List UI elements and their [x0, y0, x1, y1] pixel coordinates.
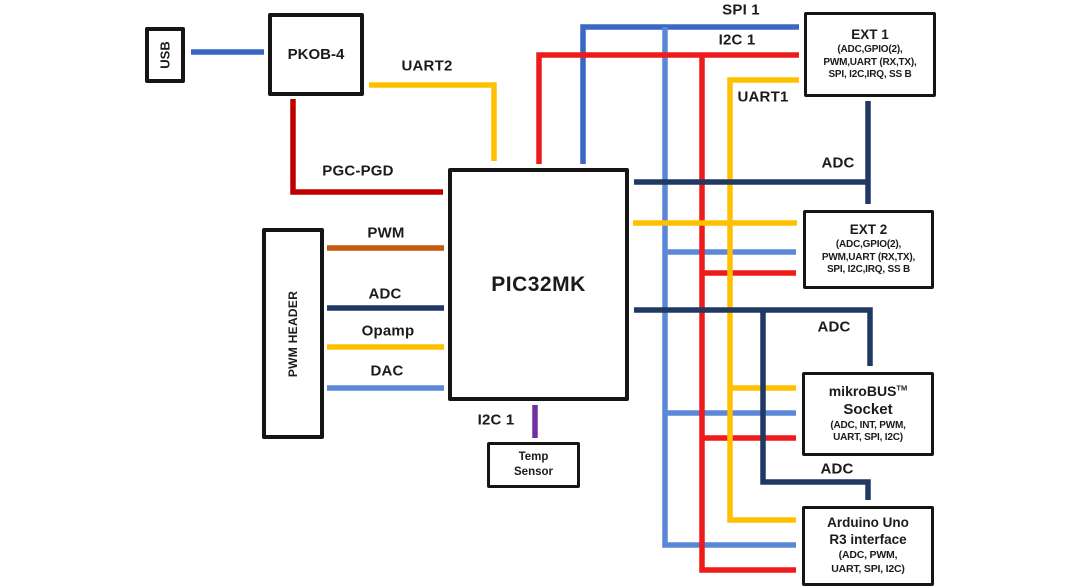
ext2-detail: SPI, I2C,IRQ, SS B — [826, 264, 911, 276]
arduino-detail: UART, SPI, I2C) — [831, 562, 905, 575]
ext2-detail: (ADC,GPIO(2), — [835, 239, 902, 251]
arduino-block: Arduino Uno R3 interface (ADC, PWM, UART… — [802, 506, 934, 586]
usb-label: USB — [157, 41, 173, 69]
ext1-title: EXT 1 — [851, 27, 889, 43]
pgc-pgd-label: PGC-PGD — [322, 162, 394, 180]
uart1-label: UART1 — [737, 88, 789, 106]
wire-adc-arduino — [760, 310, 871, 500]
arduino-title-line1: Arduino Uno — [827, 515, 909, 531]
temp-sensor-block: Temp Sensor — [487, 442, 580, 488]
opamp-label: Opamp — [361, 322, 415, 340]
mikrobus-tm: TM — [896, 383, 908, 393]
pic32mk-label: PIC32MK — [491, 272, 586, 296]
wire-blue-trunk-arduino — [662, 27, 796, 548]
mikrobus-title: mikroBUSTM — [828, 383, 908, 400]
wire-spi1 — [580, 24, 799, 164]
usb-block: USB — [145, 27, 185, 83]
wire-adc-mikrobus — [634, 307, 873, 366]
arduino-detail: (ADC, PWM, — [838, 549, 898, 562]
ext1-block: EXT 1 (ADC,GPIO(2), PWM,UART (RX,TX), SP… — [804, 12, 936, 97]
spi1-label: SPI 1 — [722, 1, 760, 19]
arduino-title-line2: R3 interface — [829, 532, 907, 548]
ext2-title: EXT 2 — [849, 222, 888, 238]
pkob4-label: PKOB-4 — [287, 46, 345, 63]
wire-i2c1 — [536, 52, 799, 164]
i2c-temp-label: I2C 1 — [477, 411, 515, 429]
adc-pwm-header-label: ADC — [368, 285, 402, 303]
pkob4-block: PKOB-4 — [268, 13, 364, 96]
ext2-block: EXT 2 (ADC,GPIO(2), PWM,UART (RX,TX), SP… — [803, 210, 934, 289]
adc-arduino-label: ADC — [820, 460, 854, 478]
adc-ext-label: ADC — [821, 154, 855, 172]
pwm-label: PWM — [367, 224, 405, 242]
wire-red-trunk-arduino — [699, 55, 796, 573]
mikrobus-detail: (ADC, INT, PWM, — [830, 419, 906, 431]
pwm-header-label: PWM HEADER — [286, 290, 300, 377]
uart2-label: UART2 — [401, 57, 453, 75]
temp-sensor-line2: Sensor — [514, 466, 553, 478]
ext1-detail: (ADC,GPIO(2), — [837, 44, 903, 56]
mikrobus-block: mikroBUSTM Socket (ADC, INT, PWM, UART, … — [802, 372, 934, 456]
ext1-detail: PWM,UART (RX,TX), — [823, 56, 917, 68]
wire-uart2 — [369, 82, 497, 161]
dac-label: DAC — [370, 362, 404, 380]
wire-pgc-pgd — [290, 99, 443, 195]
i2c1-label: I2C 1 — [718, 31, 756, 49]
pwm-header-block: PWM HEADER — [262, 228, 324, 439]
temp-sensor-line1: Temp — [518, 451, 549, 464]
pic32mk-block: PIC32MK — [448, 168, 629, 401]
adc-mikrobus-label: ADC — [817, 318, 851, 336]
wire-uart1-trunk — [727, 77, 799, 523]
mikrobus-subtitle: Socket — [843, 401, 893, 419]
ext2-detail: PWM,UART (RX,TX), — [821, 251, 916, 263]
ext1-detail: SPI, I2C,IRQ, SS B — [828, 69, 912, 81]
mikrobus-detail: UART, SPI, I2C) — [833, 432, 903, 444]
